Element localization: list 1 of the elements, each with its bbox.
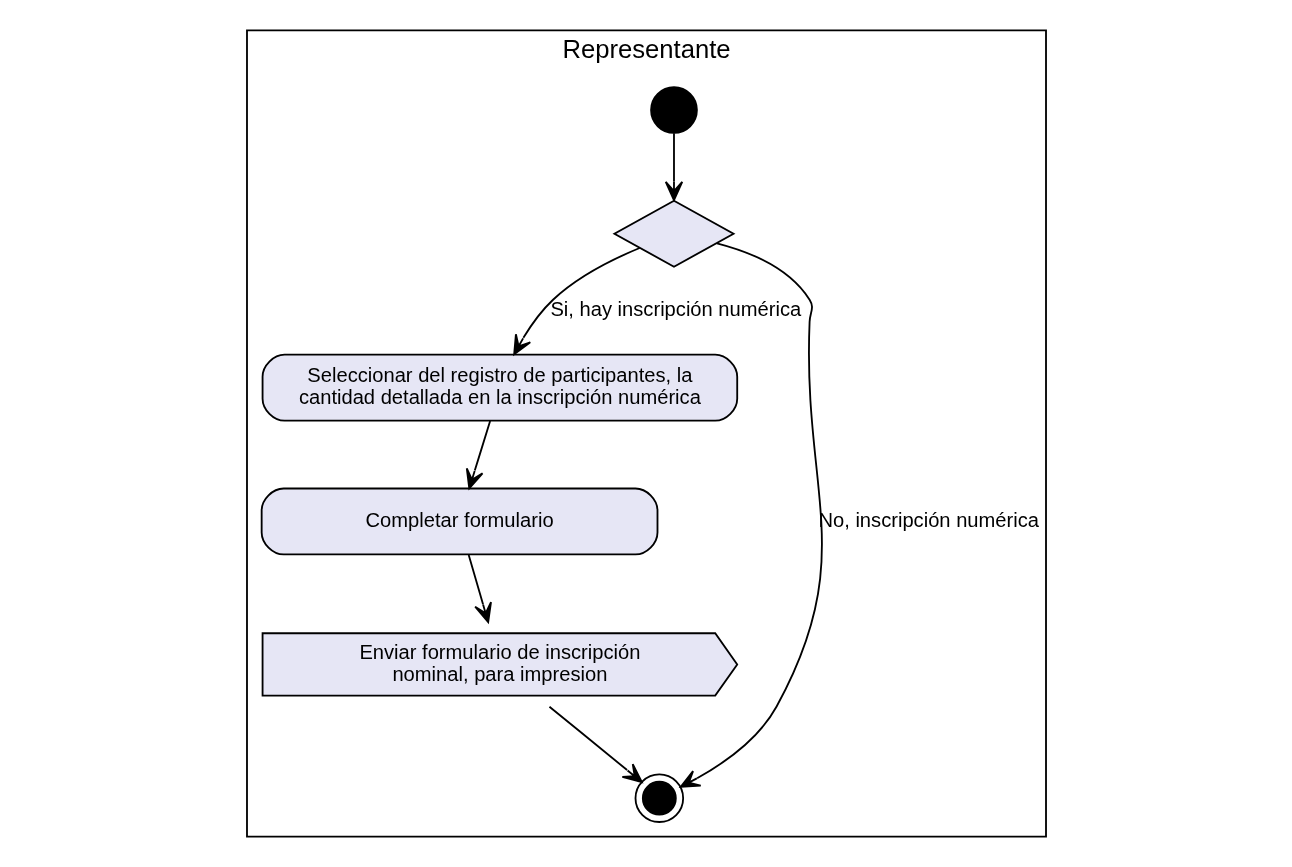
edge-label: Si, hay inscripción numérica	[549, 297, 801, 320]
